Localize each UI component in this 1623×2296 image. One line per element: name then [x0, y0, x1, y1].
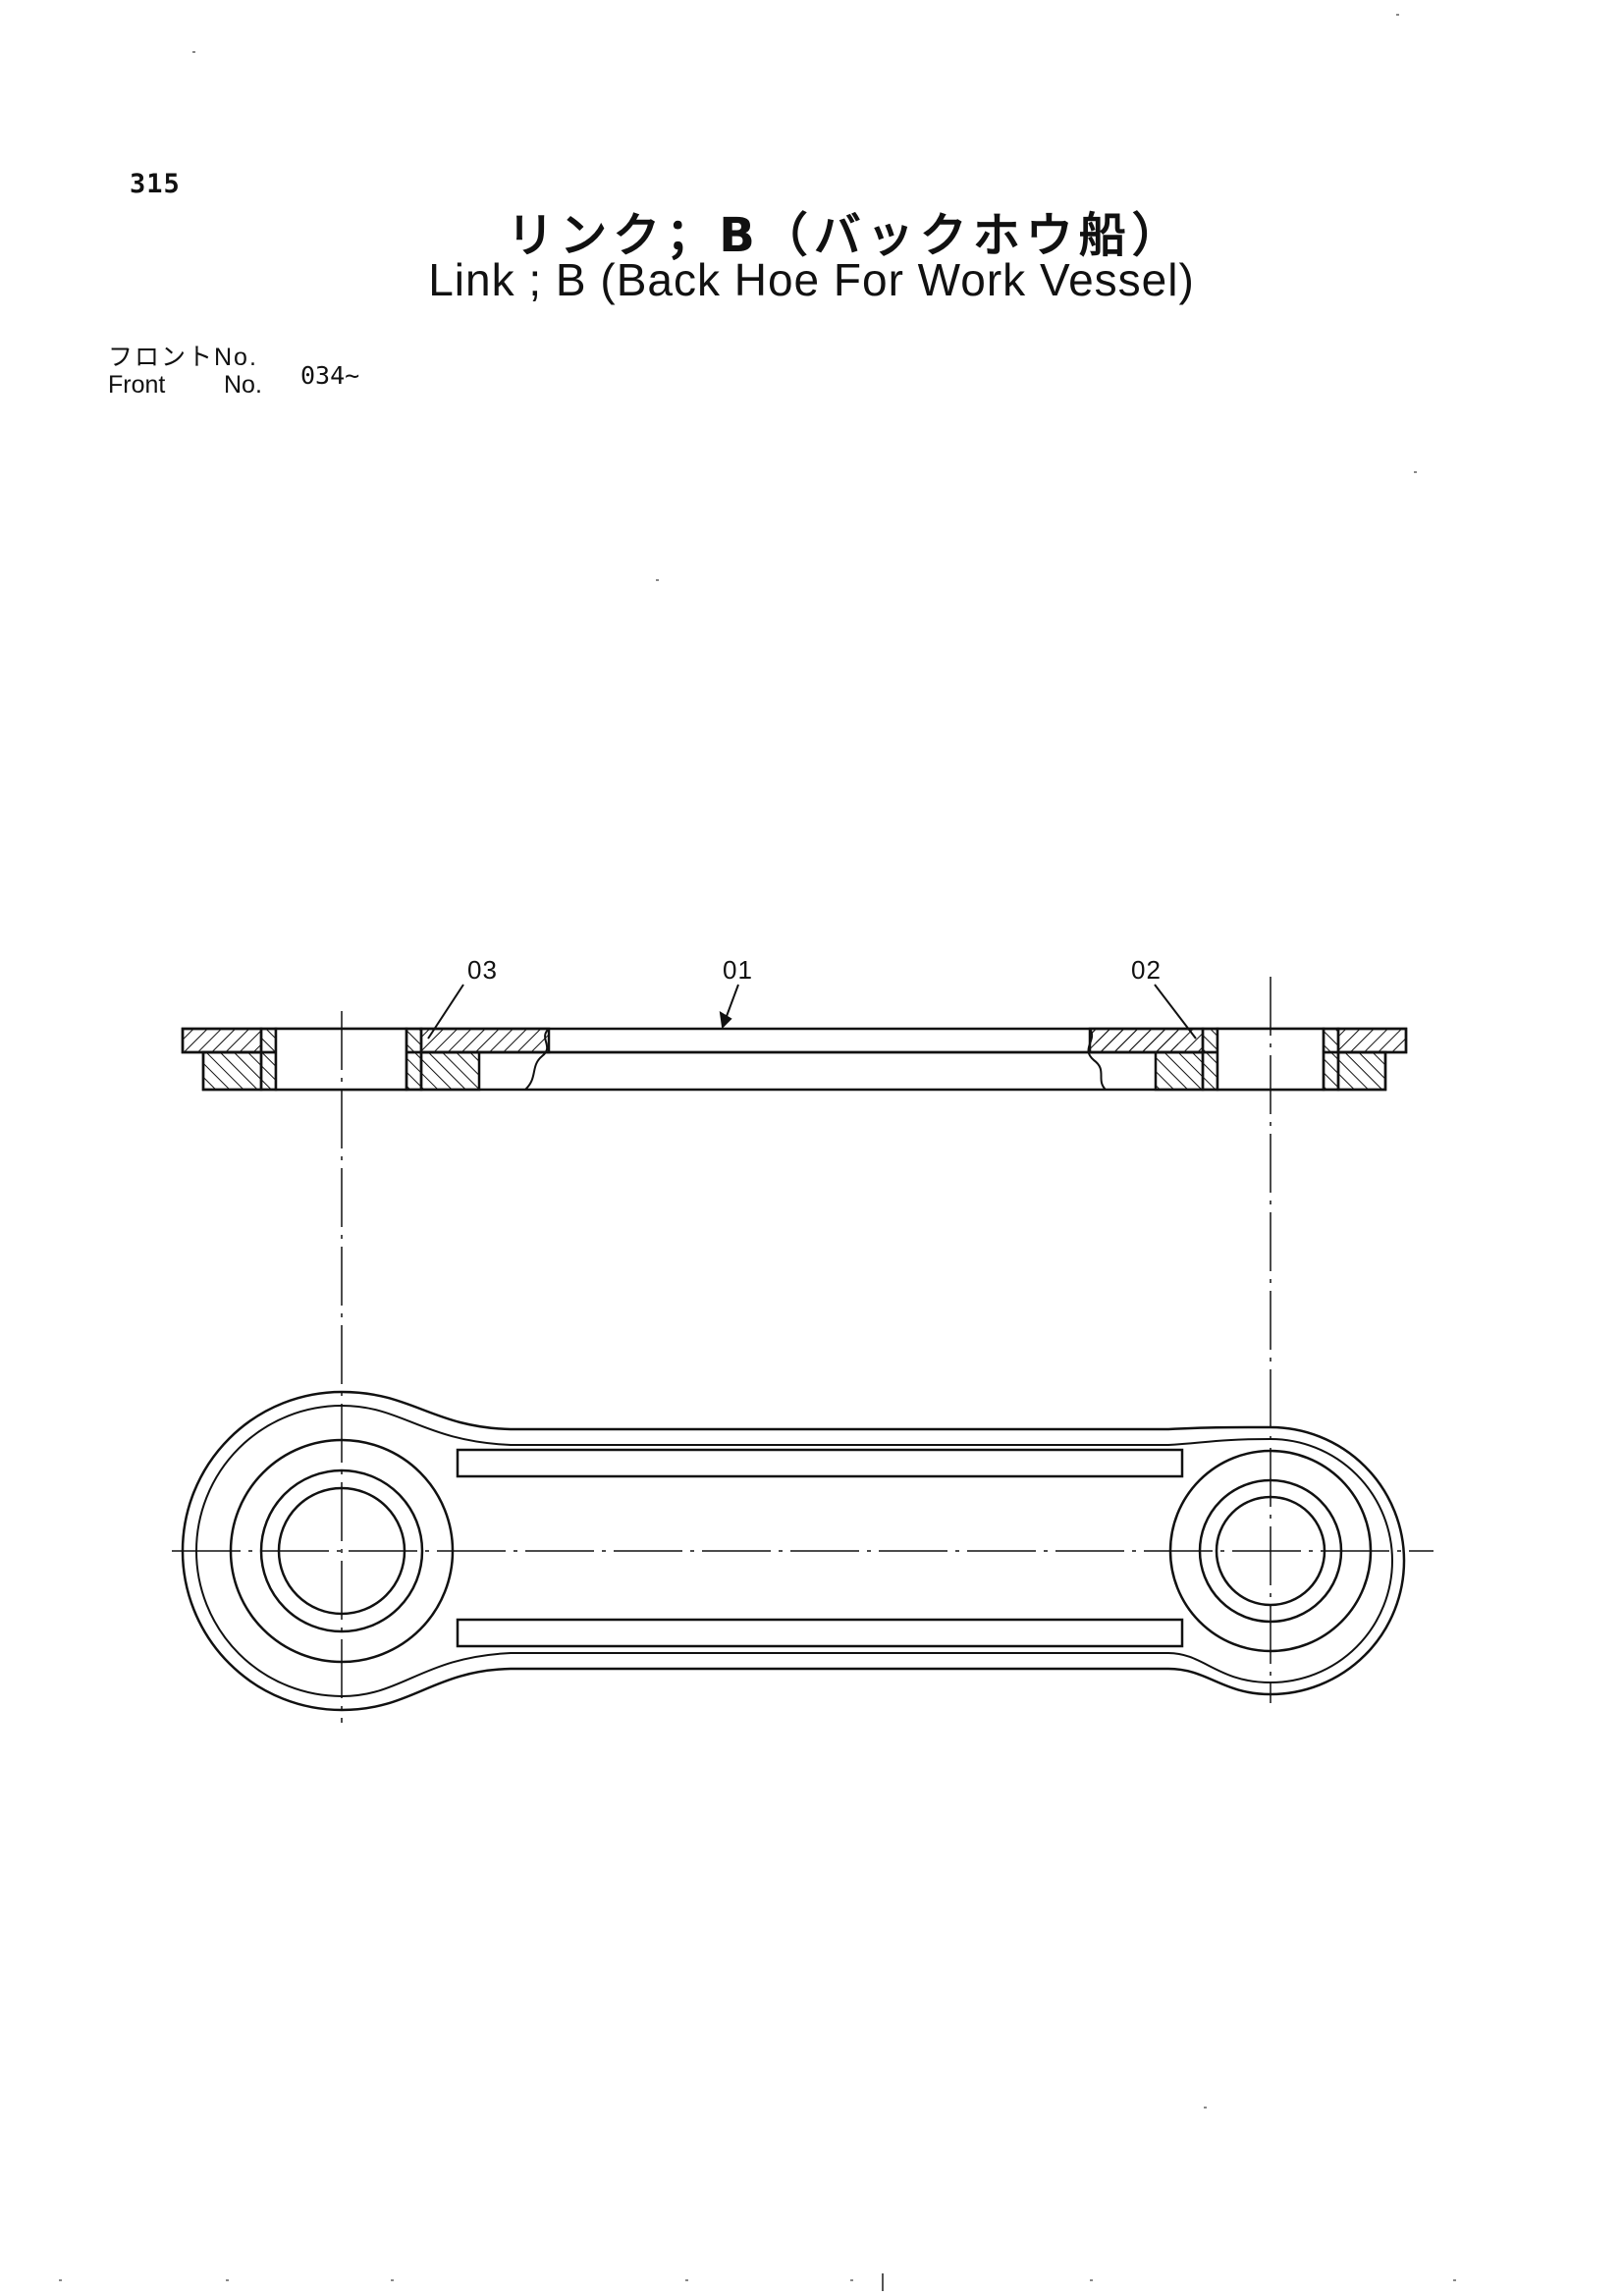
upper-web-plate — [456, 1448, 1184, 1478]
callout-labels: 03 01 02 — [467, 955, 1162, 985]
side-section-view — [181, 1027, 1408, 1092]
leader-lines — [427, 984, 1197, 1040]
scan-speck — [656, 579, 659, 581]
callout-03: 03 — [467, 955, 498, 985]
right-inner-flange-lower — [1154, 1050, 1205, 1092]
scan-speck — [1396, 14, 1399, 16]
front-label-english: Front No. — [108, 371, 262, 399]
left-inner-flange-upper — [419, 1027, 551, 1054]
center-lines-vertical — [341, 977, 1271, 1723]
right-boss-ring-outer — [1322, 1027, 1340, 1092]
scan-speck — [1204, 2107, 1207, 2109]
lower-web-plate — [456, 1618, 1184, 1648]
front-label-japanese: フロントNo. — [108, 344, 258, 371]
scan-speck — [192, 51, 195, 53]
scan-speck — [1090, 2279, 1093, 2281]
left-boss-ring-inner — [405, 1027, 423, 1092]
right-flange-upper — [1336, 1027, 1408, 1054]
title-japanese: リンク；B（バックホウ船） — [507, 208, 1185, 263]
front-label-front: Front — [108, 371, 166, 399]
scan-speck — [59, 2279, 62, 2281]
left-boss-ring-outer — [259, 1027, 278, 1092]
scan-speck — [882, 2273, 884, 2291]
right-flange-lower — [1336, 1050, 1387, 1092]
left-flange-upper — [181, 1027, 263, 1054]
page-number: 315 — [130, 169, 181, 199]
callout-02: 02 — [1131, 955, 1162, 985]
front-number-value: 034~ — [300, 361, 360, 390]
scan-speck — [1414, 471, 1417, 473]
front-label-no: No. — [224, 371, 262, 399]
break-line-left — [524, 1028, 550, 1091]
link-body-outline — [181, 1390, 1406, 1712]
break-line-right — [1087, 1028, 1107, 1091]
link-body-inner-outline — [195, 1404, 1393, 1698]
scan-speck — [226, 2279, 229, 2281]
scan-speck — [391, 2279, 394, 2281]
left-inner-flange-lower — [419, 1050, 481, 1092]
scan-speck — [1453, 2279, 1456, 2281]
front-number-label: フロントNo. Front No. — [108, 344, 262, 399]
scan-speck — [685, 2279, 688, 2281]
left-flange-lower — [201, 1050, 263, 1092]
right-boss-ring-inner — [1201, 1027, 1219, 1092]
scan-speck — [850, 2279, 853, 2281]
callout-01: 01 — [723, 955, 753, 985]
title-english: Link ; B (Back Hoe For Work Vessel) — [428, 254, 1195, 305]
